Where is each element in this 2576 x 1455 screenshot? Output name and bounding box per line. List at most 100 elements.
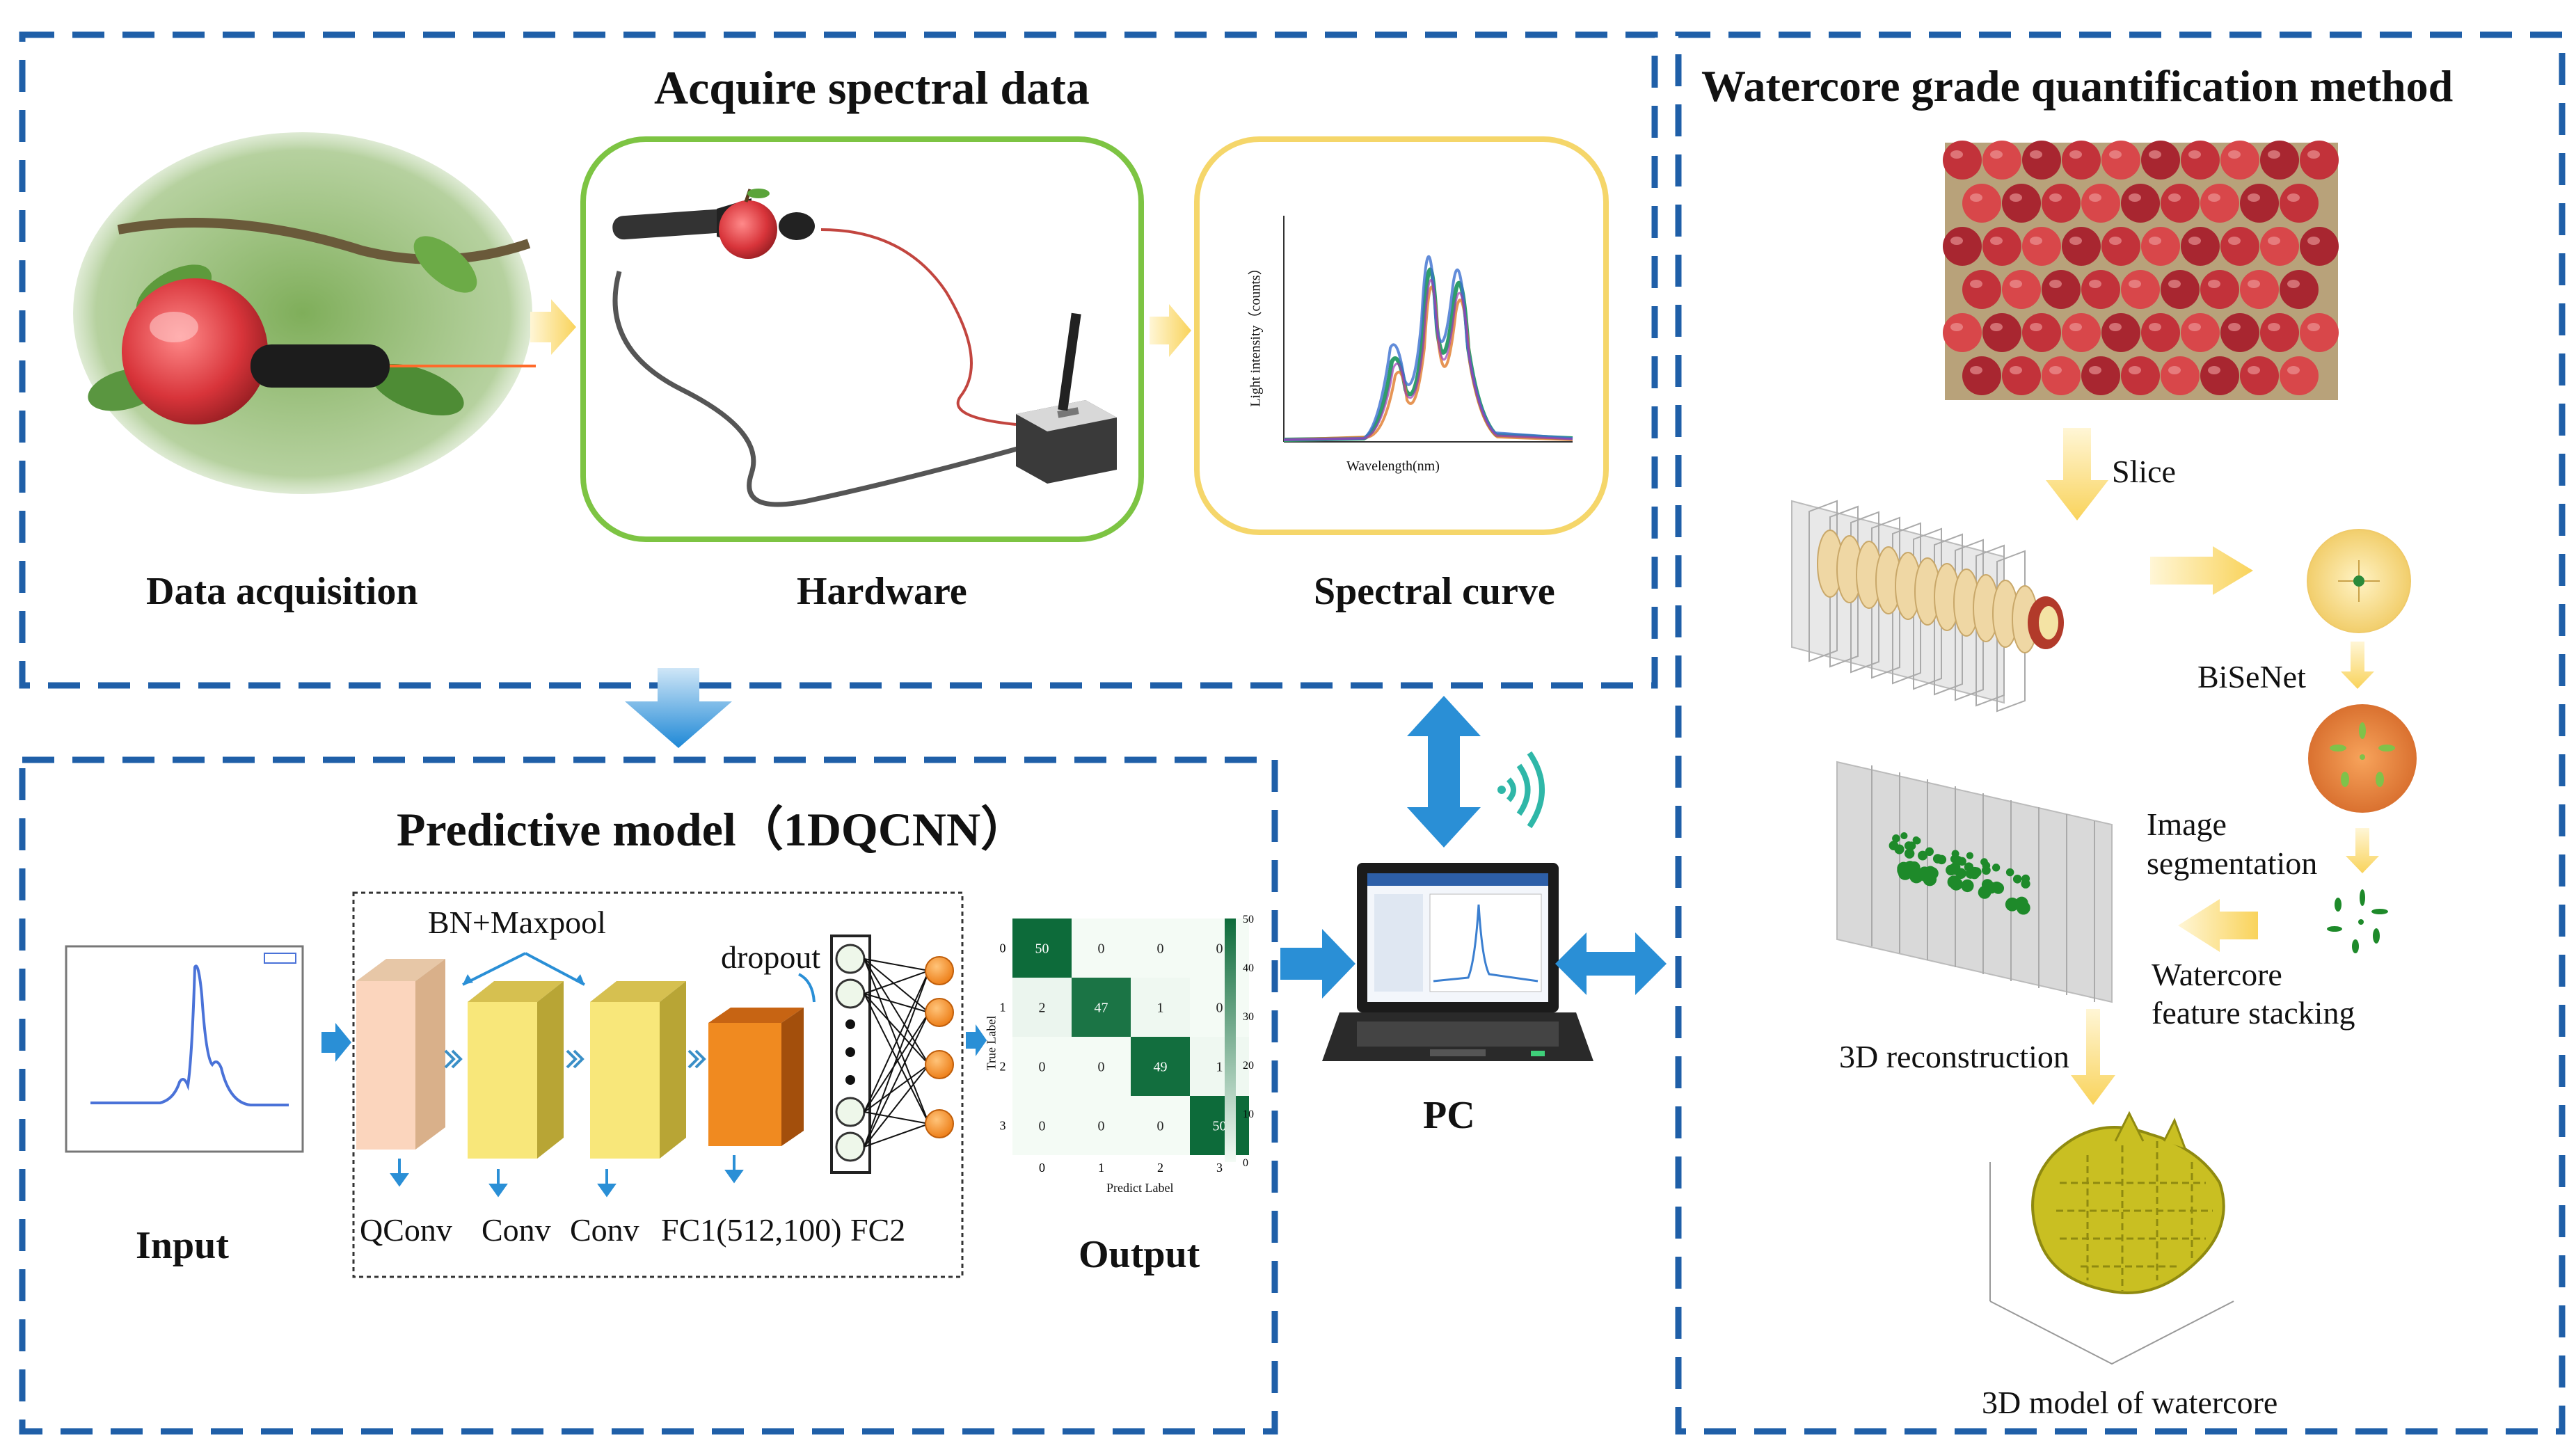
- confusion-row-tick: 0: [1000, 941, 1006, 955]
- arrow-slice-to-seg: [2341, 642, 2374, 689]
- arrow-acquire-to-model: [625, 668, 732, 748]
- output-label: Output: [1079, 1233, 1200, 1276]
- arrow-model-to-pc: [1280, 929, 1355, 999]
- colorbar-tick: 10: [1243, 1108, 1254, 1120]
- layer-label-fc1: FC1(512,100): [661, 1212, 842, 1248]
- confusion-cell: [1131, 978, 1190, 1037]
- confusion-cell: [1131, 1037, 1190, 1096]
- watercore-panel-frame: [1675, 31, 2566, 1435]
- layer-label-fc2: FC2: [850, 1212, 906, 1248]
- confusion-row-tick: 3: [1000, 1119, 1006, 1133]
- confusion-cell: [1012, 919, 1072, 978]
- data-acquisition-label: Data acquisition: [146, 570, 418, 613]
- confusion-cell: [1072, 919, 1131, 978]
- confusion-xlabel: Predict Label: [1106, 1181, 1174, 1195]
- apples-tray-photo: [1943, 141, 2339, 400]
- hardware-illustration: [612, 189, 1117, 507]
- confusion-cell: [1131, 919, 1190, 978]
- input-plot: [65, 945, 304, 1153]
- bn-maxpool-arrows: [462, 952, 585, 986]
- cnn-frame: [352, 891, 964, 1278]
- confusion-cell-value: 0: [1098, 941, 1105, 957]
- layer-label-conv-1: Conv: [482, 1212, 551, 1248]
- laptop: [1322, 863, 1593, 1061]
- colorbar-tick: 30: [1243, 1011, 1254, 1023]
- input-label: Input: [136, 1224, 229, 1267]
- colorbar-tick: 20: [1243, 1060, 1254, 1072]
- confusion-cell: [1012, 1096, 1072, 1155]
- confusion-cell: [1072, 1037, 1131, 1096]
- confusion-cell: [1012, 1037, 1072, 1096]
- confusion-cell-value: 0: [1098, 1060, 1105, 1075]
- arrow-pc-watercore-bidirectional: [1555, 932, 1667, 995]
- layer-label-qconv: QConv: [360, 1212, 452, 1248]
- fc-output-nodes: [925, 956, 954, 1138]
- arrow-stack-to-model: [2071, 1009, 2115, 1105]
- fc-hidden-nodes: [835, 944, 866, 1162]
- pc-label: PC: [1423, 1094, 1475, 1137]
- confusion-cell-value: 50: [1035, 941, 1049, 957]
- acquire-panel-frame: [19, 31, 1658, 689]
- confusion-cell-value: 1: [1157, 1001, 1164, 1016]
- arrow-hardware-to-spectral: [1150, 304, 1191, 357]
- qconv-block: [356, 959, 445, 1150]
- confusion-col-tick: 3: [1216, 1161, 1223, 1175]
- acquire-panel-title: Acquire spectral data: [654, 61, 1090, 114]
- confusion-cell-value: 0: [1039, 1119, 1046, 1134]
- stacking-label-line2: feature stacking: [2152, 995, 2355, 1031]
- hardware-label: Hardware: [797, 570, 967, 613]
- colorbar-tick: 40: [1243, 962, 1254, 974]
- confusion-cell-value: 0: [1216, 1001, 1223, 1016]
- bn-maxpool-label: BN+Maxpool: [428, 905, 606, 940]
- panel-frames: [19, 31, 2566, 1435]
- confusion-cell: [1190, 1037, 1249, 1096]
- segmentation-label-line2: segmentation: [2147, 845, 2318, 881]
- confusion-cell-value: 49: [1154, 1060, 1168, 1075]
- fc-dots: [845, 1019, 855, 1085]
- confusion-cell-value: 50: [1213, 1119, 1227, 1134]
- confusion-cell: [1190, 919, 1249, 978]
- reconstruction-label: 3D reconstruction: [1839, 1039, 2069, 1074]
- wifi-icon: [1497, 751, 1545, 829]
- conv-block-2: [590, 981, 686, 1159]
- confusion-cell: [1131, 1096, 1190, 1155]
- confusion-cell: [1190, 978, 1249, 1037]
- spectral-curve-label: Spectral curve: [1314, 570, 1555, 613]
- colorbar-tick: 0: [1243, 1157, 1248, 1169]
- segmented-slice-image: [2308, 704, 2417, 813]
- confusion-cell: [1012, 978, 1072, 1037]
- arrow-input-to-net: [321, 1023, 351, 1062]
- arrow-seg-to-mask: [2346, 828, 2379, 873]
- data-acquisition-photo: [73, 132, 536, 494]
- arrow-photo-to-hardware: [530, 299, 576, 355]
- watercore-stack: [1836, 761, 2113, 1003]
- layer-down-arrows: [390, 1155, 744, 1198]
- slice-stack: [1791, 500, 2064, 713]
- confusion-cell-value: 0: [1098, 1119, 1105, 1134]
- confusion-cell-value: 1: [1216, 1060, 1223, 1075]
- arrow-net-to-output: [966, 1024, 987, 1056]
- confusion-cell: [1072, 978, 1131, 1037]
- arrow-pc-acquire-bidirectional: [1407, 696, 1481, 848]
- confusion-cell: [1190, 1096, 1249, 1155]
- spectral-plot: [1283, 216, 1573, 443]
- dropout-label: dropout: [721, 939, 821, 975]
- layer-label-conv-2: Conv: [570, 1212, 639, 1248]
- block-chevrons: [444, 1049, 706, 1069]
- segmentation-label-line1: Image: [2147, 806, 2227, 842]
- confusion-ylabel: True Label: [984, 1015, 999, 1071]
- 3d-model-label: 3D model of watercore: [1982, 1385, 2278, 1420]
- bisenet-label: BiSeNet: [2197, 659, 2306, 694]
- spectral-ylabel: Light intensity（counts）: [1248, 261, 1264, 407]
- stacking-label-line1: Watercore: [2152, 957, 2282, 992]
- watercore-mask: [2327, 889, 2388, 953]
- confusion-col-tick: 1: [1098, 1161, 1104, 1175]
- confusion-cell-value: 2: [1039, 1001, 1046, 1016]
- colorbar-tick: 50: [1243, 914, 1254, 925]
- confusion-cell-value: 47: [1095, 1001, 1108, 1016]
- fc-connections: [864, 958, 930, 1147]
- model-panel-frame: [19, 756, 1278, 1435]
- apple-slice-image: [2307, 529, 2411, 633]
